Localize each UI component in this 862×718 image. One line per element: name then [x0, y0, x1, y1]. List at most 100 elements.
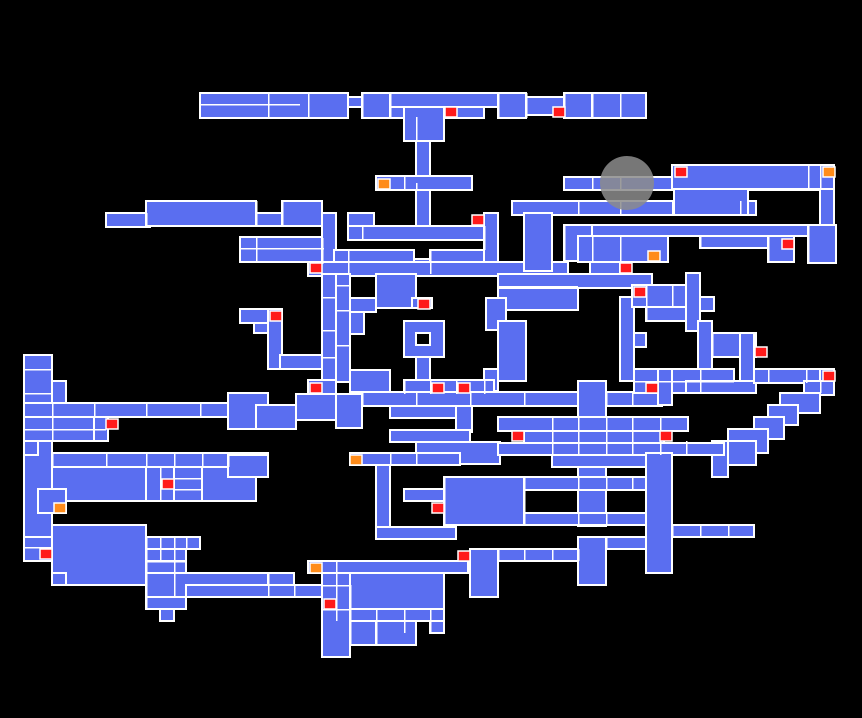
room-divider	[52, 453, 54, 467]
save-room-icon	[674, 166, 688, 178]
map-room	[375, 526, 457, 540]
room-divider	[362, 93, 364, 118]
room-divider	[672, 201, 674, 215]
save-room-icon	[619, 262, 633, 274]
map-room	[347, 96, 363, 108]
map-room	[807, 224, 837, 264]
save-room-icon	[645, 382, 659, 394]
map-room	[563, 92, 593, 119]
room-divider	[820, 381, 822, 393]
room-divider	[362, 226, 364, 240]
room-divider	[106, 453, 108, 467]
room-divider	[430, 609, 432, 633]
map-room	[23, 402, 257, 418]
player-marker-layer	[600, 156, 654, 210]
map-room	[349, 452, 461, 466]
map-room	[497, 320, 527, 382]
map-room	[361, 391, 663, 407]
room-divider	[322, 357, 336, 359]
room-divider	[578, 549, 580, 561]
map-room	[23, 354, 53, 562]
map-room	[403, 106, 445, 142]
room-divider	[578, 477, 580, 489]
room-divider	[322, 238, 324, 264]
save-room-icon	[431, 382, 445, 394]
explored-rooms	[23, 92, 837, 658]
map-room	[455, 405, 473, 433]
room-divider	[282, 201, 284, 226]
map-room	[671, 524, 755, 538]
map-room	[349, 608, 445, 622]
room-divider	[808, 225, 810, 263]
room-divider	[632, 477, 634, 489]
map-room	[673, 188, 749, 216]
room-divider	[256, 237, 258, 262]
room-divider	[700, 236, 702, 248]
room-divider	[336, 285, 350, 287]
room-divider	[308, 93, 310, 118]
room-divider	[712, 333, 714, 357]
map-room	[347, 225, 497, 241]
warp-room-icon	[349, 454, 363, 466]
map-room	[267, 572, 295, 586]
room-divider	[174, 537, 176, 597]
save-room-icon	[309, 262, 323, 274]
save-room-icon	[457, 550, 471, 562]
room-divider	[686, 441, 688, 455]
map-room	[727, 440, 757, 466]
player-position-icon	[600, 156, 654, 210]
room-divider	[404, 609, 406, 633]
room-dividers	[24, 93, 822, 645]
map-room	[349, 572, 445, 610]
map-room	[349, 311, 365, 335]
map-room	[255, 404, 297, 430]
room-divider	[606, 417, 608, 455]
room-divider	[146, 403, 148, 417]
room-divider	[416, 183, 418, 190]
room-divider	[524, 477, 526, 525]
map-room	[255, 212, 285, 227]
save-room-icon	[161, 478, 175, 490]
map-room	[819, 188, 835, 226]
map-room	[295, 393, 337, 421]
room-divider	[808, 165, 810, 189]
save-room-icon	[754, 346, 768, 358]
room-divider	[592, 236, 594, 262]
room-divider	[820, 165, 822, 189]
room-divider	[498, 286, 578, 288]
map-room	[591, 224, 809, 237]
map-room	[51, 572, 67, 586]
save-room-icon	[39, 548, 53, 560]
room-divider	[806, 369, 808, 383]
map-room	[375, 620, 417, 646]
map-room	[523, 512, 655, 526]
map-room	[349, 620, 377, 646]
map-room	[403, 488, 449, 502]
map-room	[577, 536, 607, 586]
room-divider	[52, 403, 54, 417]
room-divider	[430, 380, 432, 394]
map-room	[349, 369, 391, 393]
room-divider	[728, 525, 730, 537]
room-divider	[768, 369, 770, 383]
map-room	[279, 354, 323, 370]
map-room	[523, 430, 665, 444]
room-divider	[362, 392, 364, 406]
special-rooms	[39, 106, 836, 610]
map-room	[591, 92, 647, 119]
room-divider	[646, 307, 648, 321]
room-divider	[606, 477, 608, 489]
save-room-icon	[457, 382, 471, 394]
map-room	[697, 320, 713, 370]
map-room	[657, 368, 673, 406]
map-room	[443, 476, 525, 526]
room-divider	[240, 248, 324, 250]
room-divider	[578, 201, 580, 215]
map-room	[699, 296, 715, 312]
map-room-void	[415, 332, 431, 346]
warp-room-icon	[822, 166, 836, 178]
room-divider	[620, 236, 622, 262]
room-divider	[350, 585, 352, 645]
